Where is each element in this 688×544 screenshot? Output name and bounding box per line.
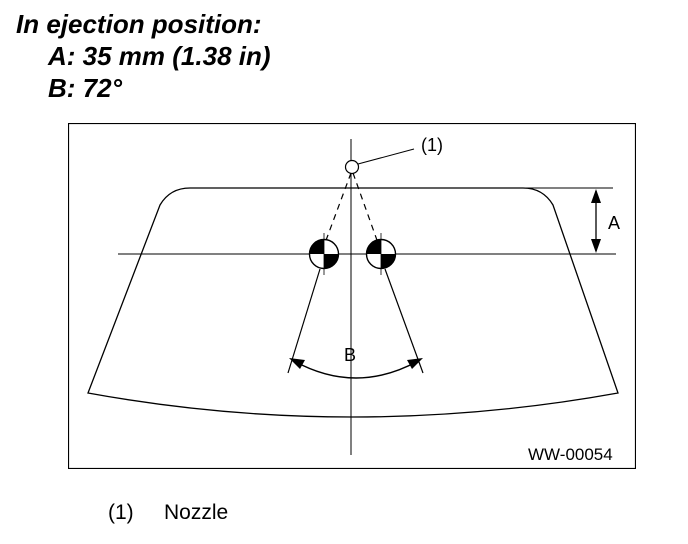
callout-leader-line bbox=[357, 148, 415, 165]
left-spray-target-icon bbox=[308, 233, 340, 275]
figure-frame bbox=[68, 123, 636, 469]
legend-item-text: Nozzle bbox=[164, 501, 229, 524]
ejection-position-heading: In ejection position: A: 35 mm (1.38 in)… bbox=[16, 8, 271, 104]
spray-line-right-solid bbox=[384, 268, 424, 374]
spray-line-left-dashed bbox=[324, 172, 352, 244]
heading-title: In ejection position: bbox=[16, 9, 262, 39]
angle-b-arc bbox=[293, 360, 419, 379]
legend: (1) Nozzle bbox=[108, 500, 228, 526]
dimension-a-arrowhead-bottom bbox=[591, 239, 601, 253]
angle-b-arrowhead-left bbox=[289, 358, 305, 369]
windshield-outline bbox=[87, 187, 619, 418]
figure-code: WW-00054 bbox=[528, 445, 613, 464]
angle-b-arrowhead-right bbox=[407, 358, 423, 369]
nozzle-marker bbox=[344, 159, 360, 175]
dimension-a-label: A bbox=[608, 213, 620, 233]
spec-b-value: B: 72° bbox=[48, 73, 122, 103]
spray-line-right-dashed bbox=[352, 172, 379, 244]
right-spray-target-icon bbox=[365, 233, 397, 275]
dimension-a-arrowhead-top bbox=[591, 189, 601, 203]
diagram-canvas: A (1) B WW-00054 bbox=[68, 123, 636, 469]
washer-nozzle-diagram: A (1) B WW-00054 bbox=[68, 123, 636, 469]
callout-label: (1) bbox=[421, 135, 443, 155]
angle-b-label: B bbox=[344, 345, 356, 365]
spray-line-left-solid bbox=[287, 268, 321, 374]
legend-item: (1) Nozzle bbox=[108, 500, 228, 526]
legend-item-number: (1) bbox=[108, 501, 134, 524]
spec-a-value: A: 35 mm (1.38 in) bbox=[48, 41, 271, 71]
